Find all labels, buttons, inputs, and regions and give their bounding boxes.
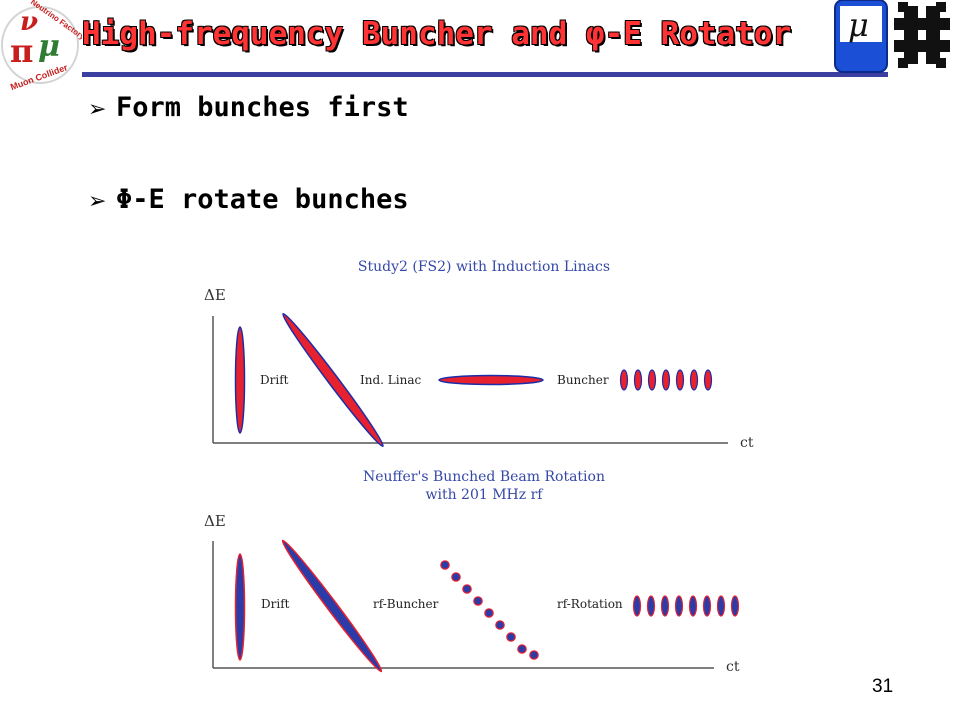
rf-buncher-dot <box>473 596 483 606</box>
bottom-panel: Neuffer's Bunched Beam Rotation with 201… <box>204 469 740 675</box>
bottom-stage-label-drift: Drift <box>261 597 290 611</box>
rf-buncher-dot <box>529 650 539 660</box>
bullet-rotate-bunches: ➢ Φ-E rotate bunches <box>88 184 409 215</box>
bullet-form-bunches: ➢ Form bunches first <box>88 92 409 123</box>
bullet-arrow-icon: ➢ <box>88 97 107 122</box>
rf-buncher-dot <box>506 632 516 642</box>
top-bunch <box>647 369 657 391</box>
top-bunch <box>675 369 685 391</box>
bottom-x-axis-label: ct <box>726 659 740 675</box>
bottom-bunch <box>632 595 642 617</box>
right-logos: μ <box>834 0 950 73</box>
top-x-axis-label: ct <box>740 435 754 451</box>
top-stage-label-buncher: Buncher <box>557 373 609 387</box>
rf-buncher-dot <box>484 608 494 618</box>
bottom-bunch <box>674 595 684 617</box>
logo-nu-glyph: ν <box>20 7 38 37</box>
bottom-bunch <box>730 595 740 617</box>
top-bunch <box>633 369 643 391</box>
rf-buncher-dot <box>495 620 505 630</box>
bottom-panel-title-line1: Neuffer's Bunched Beam Rotation <box>363 469 605 485</box>
fermilab-logo-icon <box>894 2 950 68</box>
rf-buncher-dot <box>517 644 527 654</box>
top-ind-linac-ellipse <box>282 312 384 448</box>
bottom-stage-label-rf-buncher: rf-Buncher <box>373 597 439 611</box>
bottom-bunch-train <box>632 595 740 617</box>
top-panel-title: Study2 (FS2) with Induction Linacs <box>358 259 610 275</box>
bottom-rotated-ellipse <box>281 539 383 673</box>
logo-mu-glyph: μ <box>38 29 60 64</box>
rf-buncher-dot <box>462 584 472 594</box>
page-number: 31 <box>872 676 894 697</box>
bottom-bunch <box>716 595 726 617</box>
slide-title: High-frequency Buncher and φ-E Rotator <box>82 16 792 52</box>
top-bunch <box>703 369 713 391</box>
bottom-buncher-dots <box>440 560 539 660</box>
bottom-panel-title-line2: with 201 MHz rf <box>426 487 545 503</box>
bottom-bunch <box>702 595 712 617</box>
rf-buncher-dot <box>440 560 450 570</box>
mu-logo-glyph: μ <box>848 6 869 44</box>
bottom-y-axis-label: ΔE <box>204 512 226 530</box>
bottom-bunch <box>660 595 670 617</box>
neutrino-factory-logo: ν π μ Neutrino Factory Muon Collider <box>1 0 82 92</box>
top-bunch <box>619 369 629 391</box>
bullet-arrow-icon: ➢ <box>88 189 107 214</box>
top-bunch-train <box>619 369 713 391</box>
bottom-bunch <box>688 595 698 617</box>
bullet-text: Form bunches first <box>116 92 409 123</box>
rf-buncher-dot <box>451 572 461 582</box>
top-stage-label-ind-linac: Ind. Linac <box>360 373 421 387</box>
top-linac-output-ellipse <box>438 374 544 386</box>
top-panel: Study2 (FS2) with Induction Linacs ΔE ct… <box>204 259 754 451</box>
bottom-stage-label-rf-rotation: rf-Rotation <box>557 597 623 611</box>
bottom-drift-ellipse <box>234 553 246 661</box>
bullet-text: Φ-E rotate bunches <box>116 184 409 215</box>
bottom-bunch <box>646 595 656 617</box>
top-drift-ellipse <box>234 326 246 434</box>
top-bunch <box>689 369 699 391</box>
top-y-axis-label: ΔE <box>204 286 226 304</box>
top-bunch <box>661 369 671 391</box>
title-rule <box>82 72 888 77</box>
top-stage-label-drift: Drift <box>260 373 289 387</box>
logo-pi-glyph: π <box>10 32 33 70</box>
